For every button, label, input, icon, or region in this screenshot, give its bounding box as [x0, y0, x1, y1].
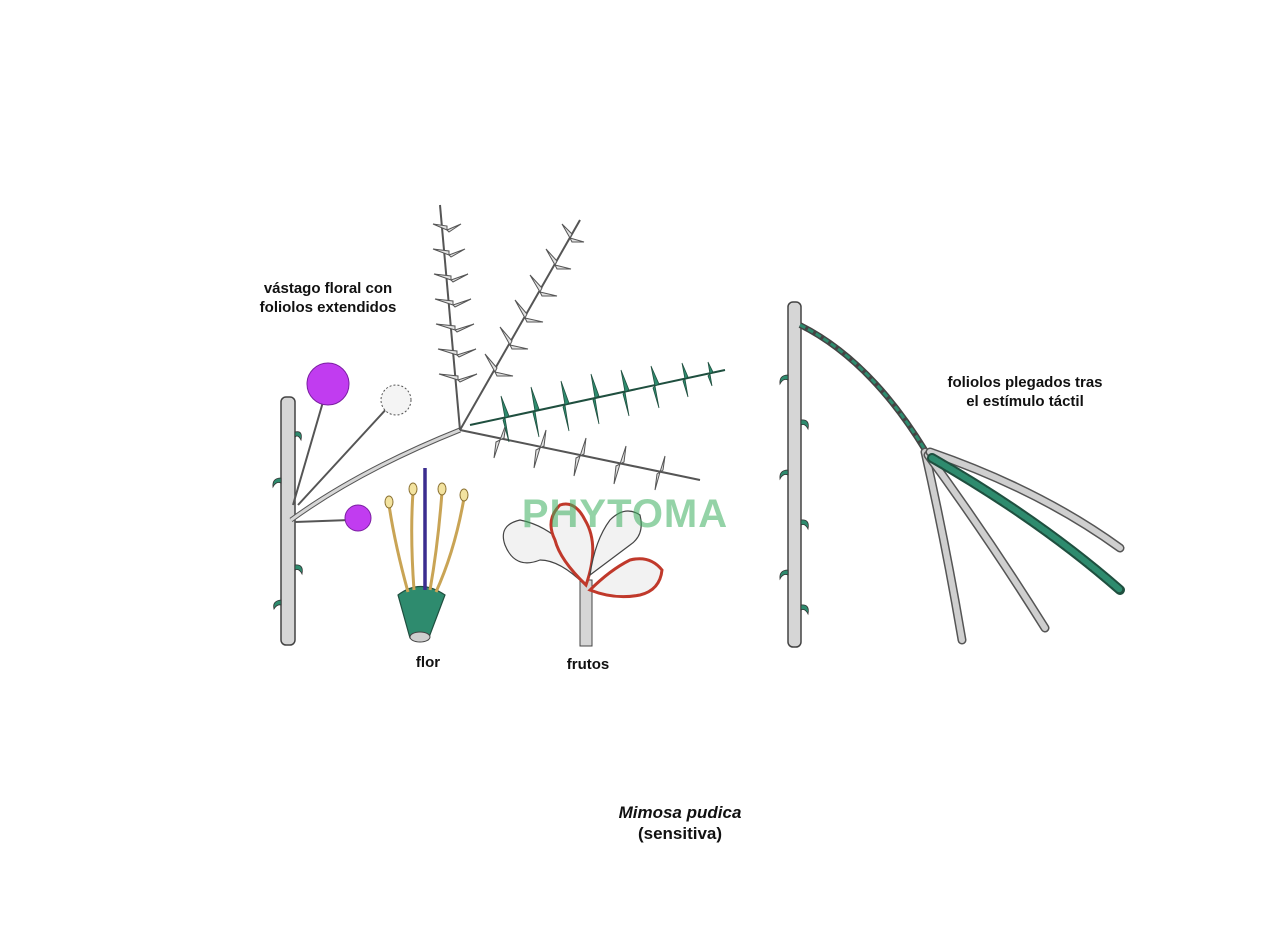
peduncle-small — [294, 519, 351, 523]
flower-head-pink-large — [306, 362, 350, 406]
petiole-branch — [289, 427, 461, 523]
common-name: (sensitiva) — [637, 824, 723, 843]
pod-upper-right — [589, 510, 642, 577]
species-caption: Mimosa pudica (sensitiva) — [560, 802, 800, 844]
flower-detail — [384, 468, 469, 643]
watermark-text: PHYTOMA — [521, 492, 729, 536]
label-extended-shoot-line1: vástago floral con — [263, 280, 393, 297]
stamens — [387, 491, 466, 593]
species-name: Mimosa pudica — [618, 803, 742, 822]
pinna-grey-2 — [484, 223, 585, 377]
folded-stem — [787, 301, 802, 648]
extended-leaflets-green — [469, 361, 726, 443]
label-extended-shoot: vástago floral con foliolos extendidos — [230, 279, 426, 317]
flower-head-white — [380, 384, 412, 416]
folded-shoot — [779, 301, 1125, 648]
label-flower: flor — [415, 654, 441, 671]
receptacle — [409, 631, 431, 643]
label-folded-line1: foliolos plegados tras — [947, 374, 1103, 391]
drooping-petiole — [798, 322, 928, 452]
peduncle-pink — [292, 394, 326, 506]
peduncle-white — [297, 404, 391, 506]
stem-spines — [272, 431, 303, 611]
flower-head-pink-small — [344, 504, 372, 532]
pinna-grey-1 — [432, 223, 478, 383]
folded-pinnae — [920, 447, 1125, 645]
label-fruits: frutos — [566, 656, 610, 673]
flowering-shoot — [272, 362, 461, 646]
pod-middle — [549, 502, 595, 588]
pod-right — [587, 557, 664, 599]
pinna-grey-3 — [493, 423, 666, 491]
extended-leaflets-grey — [432, 204, 701, 491]
label-folded-leaflets: foliolos plegados tras el estímulo tácti… — [918, 373, 1132, 411]
label-extended-shoot-line2: foliolos extendidos — [259, 299, 397, 316]
label-folded-line2: el estímulo táctil — [966, 393, 1084, 410]
folded-stem-spines — [779, 374, 809, 616]
fruits-detail — [502, 502, 664, 647]
